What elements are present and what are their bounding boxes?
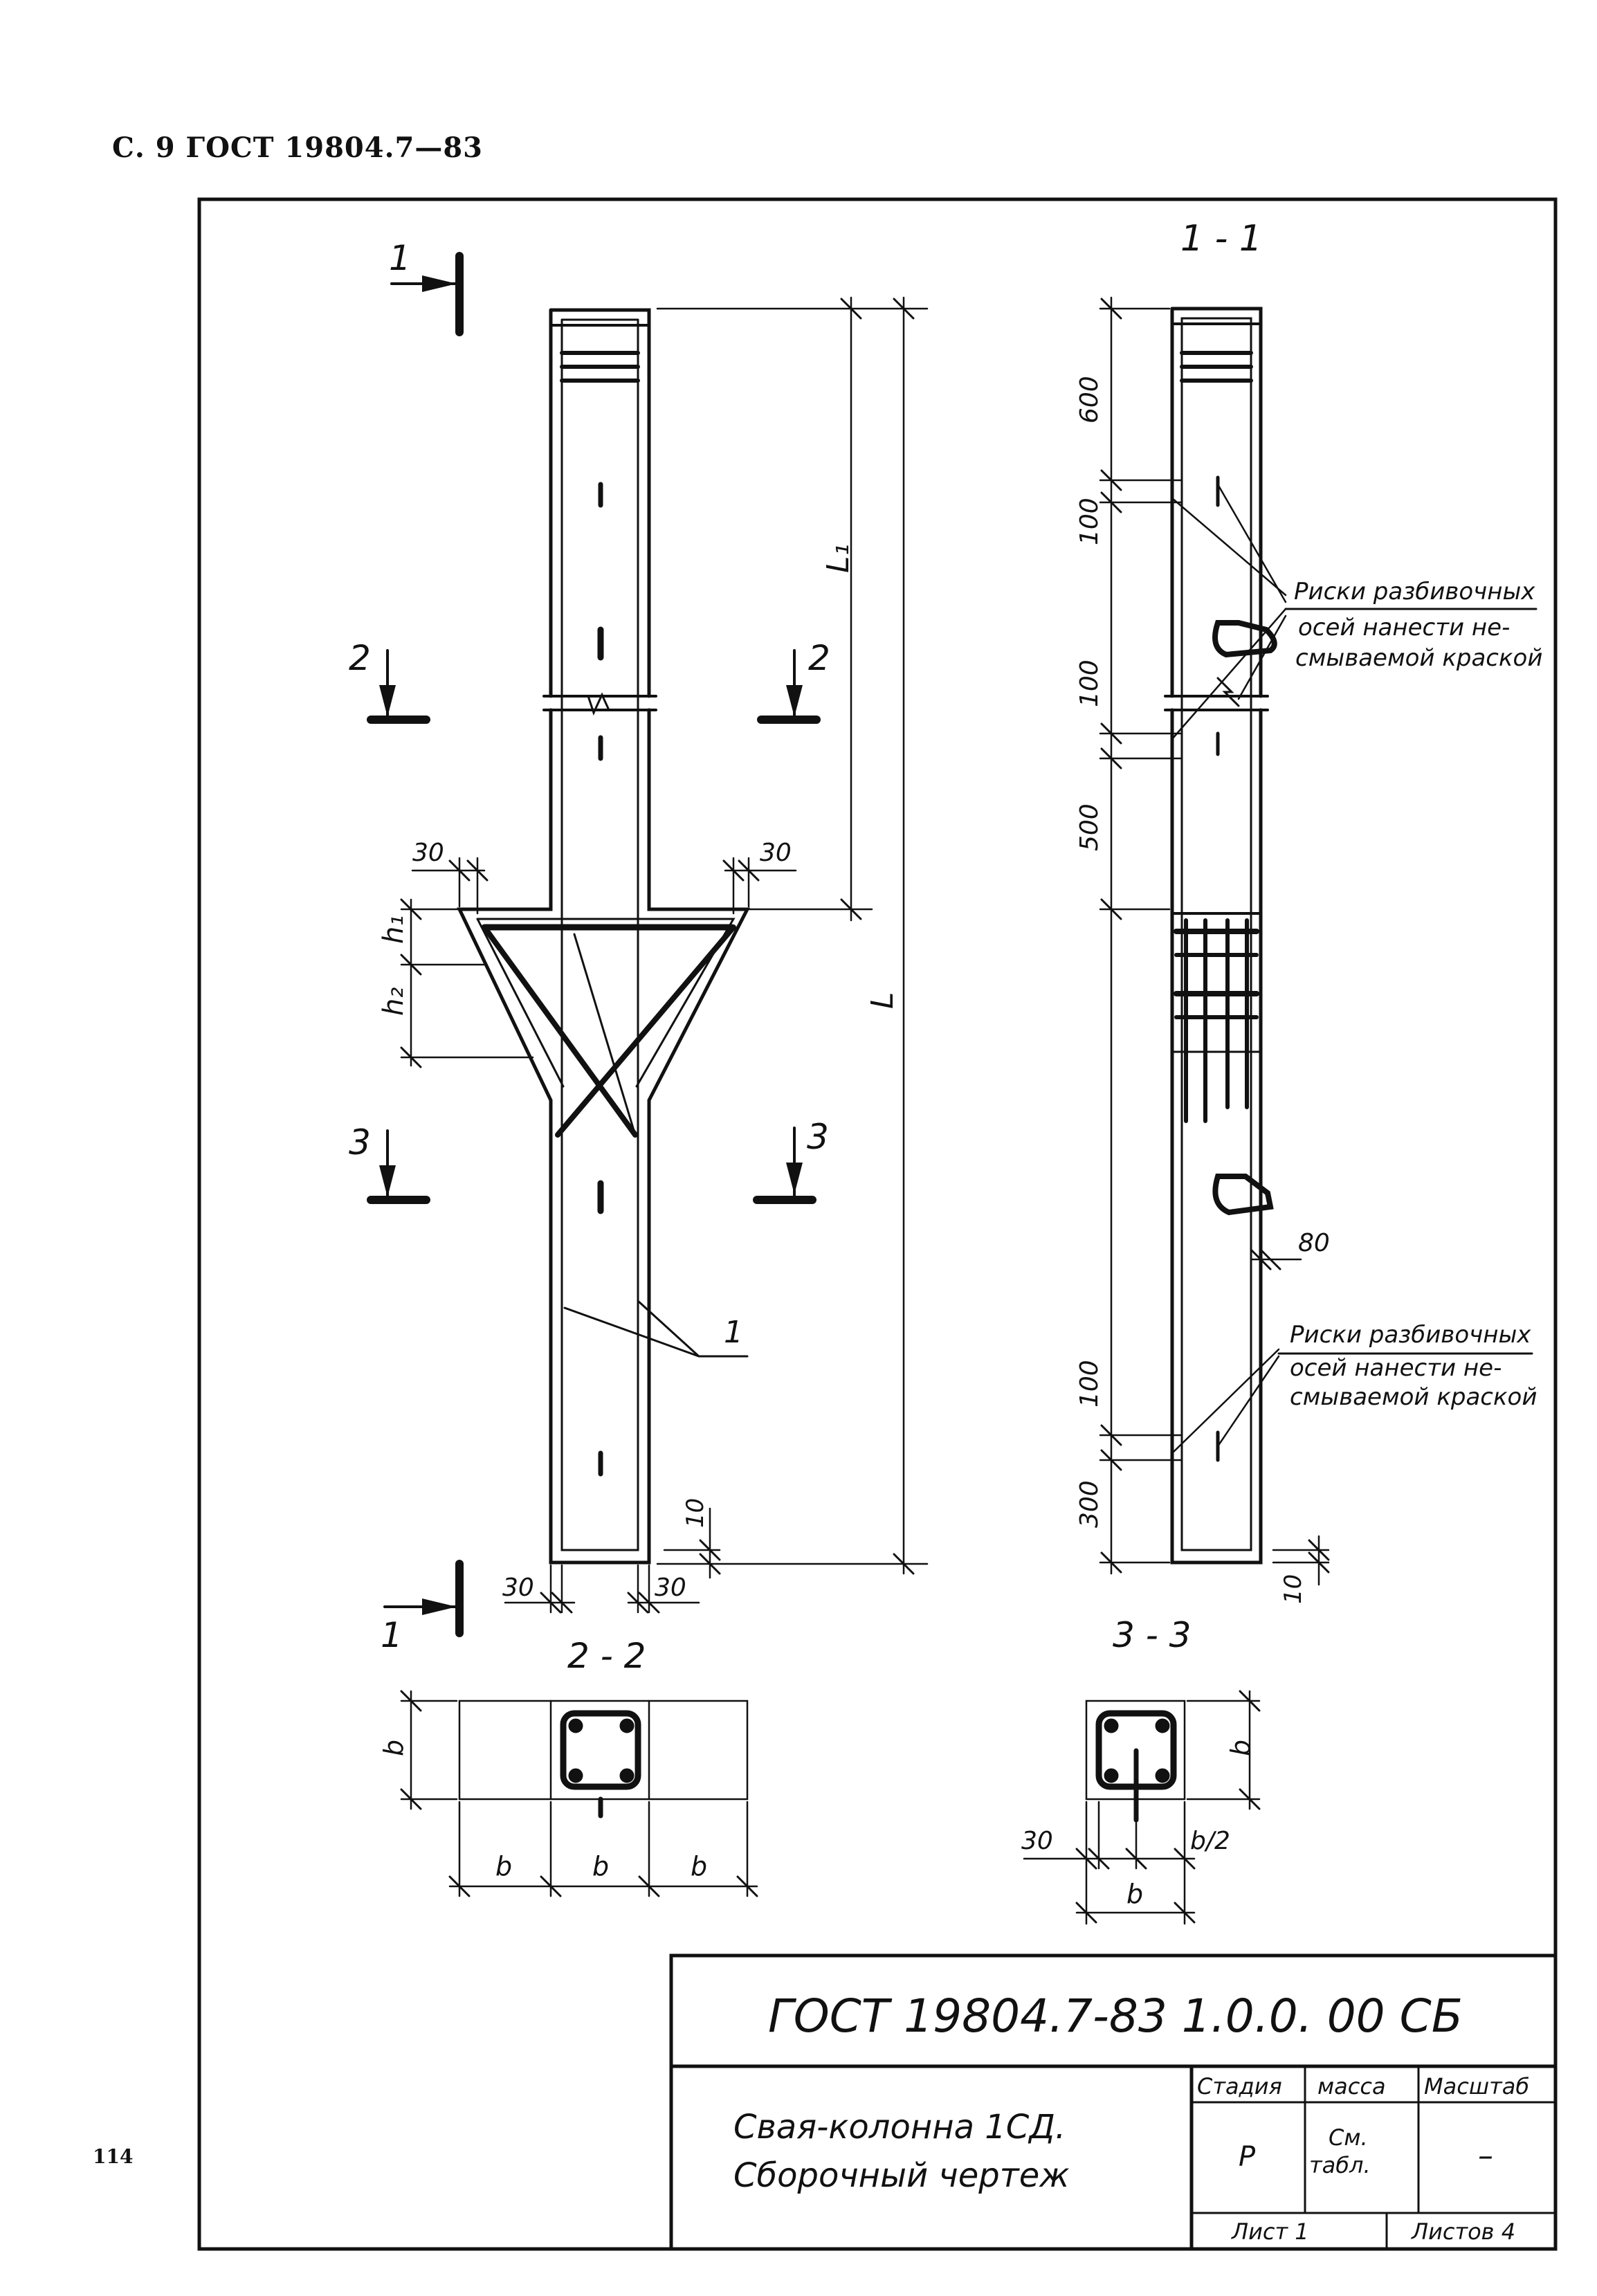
section-2-2-view: 2 - 2 b b b b [378, 1636, 758, 1897]
section-3-left-label: 3 [349, 1122, 371, 1163]
dim-100-b: 100 [1075, 659, 1104, 707]
dim-80: 80 [1298, 1229, 1330, 1257]
dim-10-section: 10 [1279, 1574, 1307, 1604]
mass-label: масса [1317, 2073, 1386, 2099]
note1-line2: осей нанести не- [1298, 614, 1510, 641]
scale-label: Масштаб [1424, 2073, 1529, 2099]
note1-line1: Риски разбивочных [1294, 578, 1535, 605]
note1-line3: смываемой краской [1295, 644, 1542, 672]
dim-b-33-vertical: b [1225, 1740, 1256, 1756]
dim-500: 500 [1075, 803, 1104, 851]
section-1-top-label: 1 [389, 238, 411, 278]
dim-b-vertical: b [378, 1740, 409, 1756]
title-name-line1: Свая-колонна 1СД. [733, 2108, 1066, 2147]
section-3-3-title: 3 - 3 [1113, 1615, 1191, 1655]
dim-h2: h₂ [378, 987, 410, 1016]
dim-30-bottom-left: 30 [502, 1574, 534, 1602]
drawing-frame [197, 197, 1558, 2251]
section-1-1-title: 1 - 1 [1180, 218, 1262, 259]
mass-value-2: табл. [1309, 2152, 1371, 2178]
title-block: ГОСТ 19804.7-83 1.0.0. 00 СБ Свая-колонн… [669, 1953, 1558, 2251]
leader-1-label: 1 [724, 1315, 743, 1350]
section-3-3-view: 3 - 3 b 30 b/2 b [1021, 1615, 1261, 1925]
dim-100-a: 100 [1075, 498, 1104, 545]
dim-b-2: b [592, 1851, 609, 1882]
scale-value: – [1478, 2138, 1493, 2174]
dim-30-right: 30 [760, 839, 792, 867]
sheets-label: Листов 4 [1411, 2218, 1515, 2245]
dim-b-half: b/2 [1190, 1827, 1230, 1855]
dim-L1: L₁ [821, 544, 856, 573]
stage-value: Р [1239, 2141, 1256, 2173]
dim-30-bottom-right: 30 [655, 1574, 686, 1602]
front-view: 1 1 1 2 2 3 [349, 238, 929, 1655]
section-2-left-label: 2 [349, 638, 371, 678]
dim-h1: h₁ [378, 915, 410, 944]
note2-line3: смываемой краской [1290, 1383, 1537, 1411]
dim-100-c: 100 [1075, 1360, 1104, 1407]
note2-line1: Риски разбивочных [1290, 1321, 1531, 1349]
dim-30-left: 30 [412, 839, 444, 867]
dim-600: 600 [1075, 376, 1104, 423]
title-name-line2: Сборочный чертеж [733, 2156, 1070, 2195]
section-1-1-view: 1 - 1 [1075, 218, 1542, 1604]
dim-b-33-horizontal: b [1126, 1879, 1143, 1909]
page-header: С. 9 ГОСТ 19804.7—83 [112, 131, 484, 164]
dim-b-1: b [495, 1851, 512, 1882]
stage-label: Стадия [1197, 2073, 1282, 2099]
dim-L: L [865, 992, 900, 1009]
dim-300: 300 [1075, 1480, 1104, 1528]
dim-10-front: 10 [682, 1498, 709, 1528]
sheet-label: Лист 1 [1231, 2218, 1309, 2245]
section-1-bottom-label: 1 [381, 1615, 403, 1655]
section-3-right-label: 3 [807, 1117, 829, 1157]
page-number: 114 [93, 2145, 134, 2168]
title-designation: ГОСТ 19804.7-83 1.0.0. 00 СБ [768, 1989, 1463, 2043]
dim-b-3: b [691, 1851, 707, 1882]
dim-30-section33: 30 [1021, 1827, 1053, 1855]
mass-value-1: См. [1329, 2124, 1368, 2151]
section-2-2-title: 2 - 2 [567, 1636, 646, 1676]
note2-line2: осей нанести не- [1290, 1354, 1502, 1382]
section-2-right-label: 2 [808, 638, 830, 678]
